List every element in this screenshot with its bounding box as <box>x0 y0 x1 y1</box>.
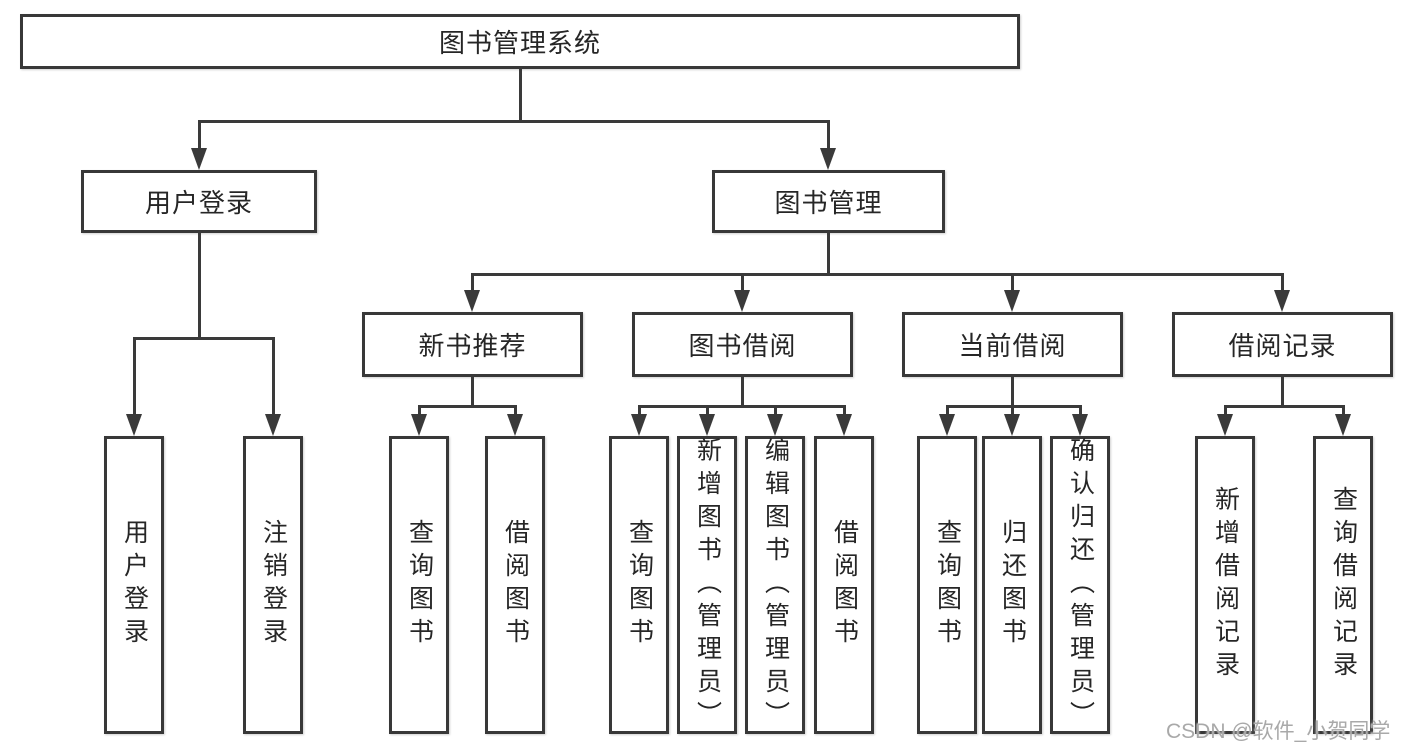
connector-drop-newbook-borrow <box>514 405 517 419</box>
node-book-borrowing-label: 图书借阅 <box>688 331 797 361</box>
arrowhead-leaf-login <box>126 414 142 436</box>
node-leaf-records-add-record-label: 新增借阅记录 <box>1211 486 1240 684</box>
node-leaf-records-add-record: 新增借阅记录 <box>1195 436 1255 734</box>
csdn-watermark: CSDN @软件_小贺同学 <box>1166 720 1391 743</box>
arrowhead-newbook-borrow <box>507 414 523 436</box>
arrowhead-borrow-query <box>631 414 647 436</box>
arrowhead-current-confirm <box>1072 414 1088 436</box>
connector-book-management-rail <box>471 273 1284 276</box>
connector-root-stem <box>519 67 522 123</box>
node-leaf-current-return-books: 归还图书 <box>982 436 1042 734</box>
connector-book-management-stem <box>827 231 830 276</box>
connector-user-login-rail <box>133 337 275 340</box>
arrowhead-user-login <box>191 148 207 170</box>
connector-drop-current-query <box>946 405 949 419</box>
connector-root-drop-user-login <box>198 120 201 150</box>
connector-drop-borrow-add <box>706 405 709 419</box>
arrowhead-current-query <box>939 414 955 436</box>
node-leaf-current-confirm-return-admin: 确认归还（管理员） <box>1050 436 1110 734</box>
node-root: 图书管理系统 <box>20 14 1020 69</box>
arrowhead-records-add <box>1217 414 1233 436</box>
node-borrowing-records-label: 借阅记录 <box>1228 331 1337 361</box>
node-leaf-borrow-edit-book-admin: 编辑图书（管理员） <box>745 436 805 734</box>
connector-drop-leaf-login <box>133 337 136 417</box>
connector-user-login-stem <box>198 231 201 340</box>
connector-drop-new-book <box>471 273 474 293</box>
connector-drop-current-confirm <box>1079 405 1082 419</box>
node-leaf-borrow-query-books: 查询图书 <box>609 436 669 734</box>
connector-drop-records-add <box>1224 405 1227 419</box>
arrowhead-current-return <box>1004 414 1020 436</box>
connector-borrowing-records-stem <box>1281 375 1284 408</box>
node-leaf-user-login: 用户登录 <box>104 436 164 734</box>
connector-drop-book-borrowing <box>741 273 744 293</box>
connector-drop-borrow-borrow <box>843 405 846 419</box>
node-user-login: 用户登录 <box>81 170 317 233</box>
connector-drop-records-query <box>1342 405 1345 419</box>
connector-current-borrowing-stem <box>1011 375 1014 408</box>
node-new-book-recommendation: 新书推荐 <box>362 312 583 377</box>
node-user-login-label: 用户登录 <box>144 188 253 218</box>
connector-drop-current-return <box>1011 405 1014 419</box>
node-leaf-logout-label: 注销登录 <box>259 519 288 651</box>
arrowhead-leaf-logout <box>265 414 281 436</box>
connector-new-book-stem <box>471 375 474 408</box>
arrowhead-newbook-query <box>411 414 427 436</box>
connector-root-rail <box>198 120 829 123</box>
node-book-management-label: 图书管理 <box>774 188 883 218</box>
node-leaf-user-login-label: 用户登录 <box>120 519 149 651</box>
connector-drop-newbook-query <box>418 405 421 419</box>
node-leaf-logout: 注销登录 <box>243 436 303 734</box>
node-leaf-borrow-add-book-admin: 新增图书（管理员） <box>677 436 737 734</box>
node-leaf-newbook-query-books: 查询图书 <box>389 436 449 734</box>
connector-borrowing-records-rail <box>1224 405 1345 408</box>
node-leaf-current-return-books-label: 归还图书 <box>998 519 1027 651</box>
node-borrowing-records: 借阅记录 <box>1172 312 1393 377</box>
connector-drop-current-borrowing <box>1011 273 1014 293</box>
arrowhead-book-borrowing <box>734 290 750 312</box>
arrowhead-borrow-edit <box>767 414 783 436</box>
node-leaf-current-query-books: 查询图书 <box>917 436 977 734</box>
node-leaf-current-query-books-label: 查询图书 <box>933 519 962 651</box>
arrowhead-book-management <box>820 148 836 170</box>
connector-drop-borrow-edit <box>774 405 777 419</box>
node-leaf-borrow-query-books-label: 查询图书 <box>625 519 654 651</box>
node-book-borrowing: 图书借阅 <box>632 312 853 377</box>
arrowhead-current-borrowing <box>1004 290 1020 312</box>
node-leaf-borrow-add-book-admin-label: 新增图书（管理员） <box>693 436 722 734</box>
node-leaf-newbook-borrow-books-label: 借阅图书 <box>501 519 530 651</box>
node-current-borrowing: 当前借阅 <box>902 312 1123 377</box>
connector-book-borrowing-rail <box>638 405 846 408</box>
connector-root-drop-book-management <box>827 120 830 150</box>
connector-drop-borrowing-records <box>1281 273 1284 293</box>
node-book-management: 图书管理 <box>712 170 945 233</box>
connector-new-book-rail <box>418 405 517 408</box>
arrowhead-records-query <box>1335 414 1351 436</box>
node-root-label: 图书管理系统 <box>438 28 601 58</box>
arrowhead-borrow-borrow <box>836 414 852 436</box>
connector-drop-leaf-logout <box>272 337 275 417</box>
arrowhead-borrow-add <box>699 414 715 436</box>
arrowhead-new-book <box>464 290 480 312</box>
node-leaf-records-query-record: 查询借阅记录 <box>1313 436 1373 734</box>
node-leaf-current-confirm-return-admin-label: 确认归还（管理员） <box>1066 436 1095 734</box>
node-leaf-records-query-record-label: 查询借阅记录 <box>1329 486 1358 684</box>
node-current-borrowing-label: 当前借阅 <box>958 331 1067 361</box>
node-leaf-newbook-query-books-label: 查询图书 <box>405 519 434 651</box>
node-leaf-borrow-borrow-books: 借阅图书 <box>814 436 874 734</box>
connector-book-borrowing-stem <box>741 375 744 408</box>
node-leaf-borrow-borrow-books-label: 借阅图书 <box>830 519 859 651</box>
arrowhead-borrowing-records <box>1274 290 1290 312</box>
node-leaf-borrow-edit-book-admin-label: 编辑图书（管理员） <box>761 436 790 734</box>
connector-drop-borrow-query <box>638 405 641 419</box>
node-new-book-recommendation-label: 新书推荐 <box>418 331 527 361</box>
node-leaf-newbook-borrow-books: 借阅图书 <box>485 436 545 734</box>
connector-current-borrowing-rail <box>946 405 1082 408</box>
